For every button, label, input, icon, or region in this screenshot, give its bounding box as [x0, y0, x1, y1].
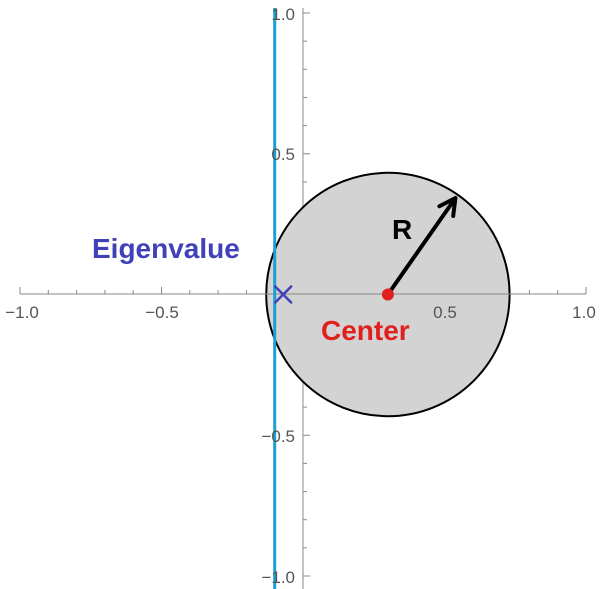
y-tick-label-neg1: −1.0 [261, 568, 295, 587]
center-label: Center [321, 315, 410, 346]
radius-arrow [385, 196, 458, 297]
x-tick-label-neg1: −1.0 [5, 303, 39, 322]
y-tick-label-1: 1.0 [271, 5, 295, 24]
eigenvalue-label: Eigenvalue [92, 233, 240, 264]
center-point [381, 288, 394, 301]
x-tick-label-05: 0.5 [433, 303, 457, 322]
radius-arrowhead [437, 196, 458, 218]
y-tick-label-neg05: −0.5 [261, 427, 295, 446]
eigenvalue-marker [273, 285, 293, 304]
y-tick-label-05: 0.5 [271, 145, 295, 164]
x-tick-label-1: 1.0 [572, 303, 596, 322]
x-tick-label-neg05: −0.5 [145, 303, 179, 322]
radius-label: R [392, 214, 412, 245]
